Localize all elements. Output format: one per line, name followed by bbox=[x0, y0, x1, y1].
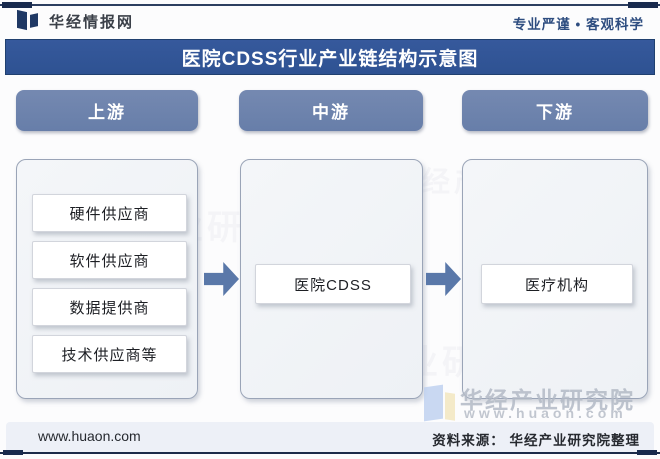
stage-header-downstream: 下游 bbox=[462, 90, 648, 131]
title-bar: 医院CDSS行业产业链结构示意图 bbox=[5, 39, 655, 75]
stage-header-upstream: 上游 bbox=[16, 90, 198, 131]
upstream-item-technology: 技术供应商等 bbox=[32, 335, 187, 373]
top-rule-cap-right bbox=[628, 2, 658, 8]
bottom-rule bbox=[0, 452, 660, 454]
downstream-node-medical-institution: 医疗机构 bbox=[481, 264, 633, 304]
upstream-item-hardware: 硬件供应商 bbox=[32, 194, 187, 232]
midstream-node-hospital-cdss: 医院CDSS bbox=[255, 264, 411, 304]
right-arrow-icon bbox=[426, 262, 461, 296]
stage-panel-midstream: 医院CDSS bbox=[240, 159, 423, 399]
right-arrow-icon bbox=[204, 262, 239, 296]
stage-panel-upstream: 硬件供应商 软件供应商 数据提供商 技术供应商等 bbox=[16, 159, 198, 399]
brand: 华经情报网 bbox=[16, 9, 134, 33]
upstream-item-data: 数据提供商 bbox=[32, 288, 187, 326]
bottom-rule-cap-right bbox=[637, 450, 657, 455]
top-rule-cap-left bbox=[2, 2, 32, 8]
bottom-rule-cap-left bbox=[3, 450, 23, 455]
page-title: 医院CDSS行业产业链结构示意图 bbox=[181, 48, 479, 70]
top-rule bbox=[0, 4, 660, 6]
stage-panel-downstream: 医疗机构 bbox=[462, 159, 648, 399]
stage-header-midstream: 中游 bbox=[239, 90, 423, 131]
watermark-logo-icon bbox=[422, 384, 460, 424]
watermark-site: www.huaon.com bbox=[464, 405, 627, 421]
tagline: 专业严谨 • 客观科学 bbox=[512, 17, 644, 32]
footer-site: www.huaon.com bbox=[38, 428, 141, 444]
upstream-item-software: 软件供应商 bbox=[32, 241, 187, 279]
footer-bar bbox=[6, 422, 654, 452]
brand-name: 华经情报网 bbox=[49, 13, 135, 31]
footer-source: 资料来源： 华经产业研究院整理 bbox=[432, 433, 640, 448]
huajing-logo-icon bbox=[16, 9, 42, 33]
